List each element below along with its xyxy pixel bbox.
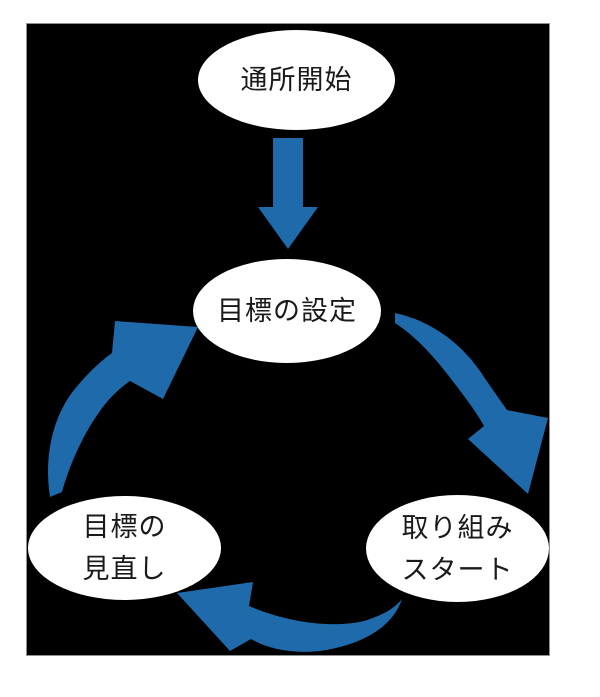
node-action-start-label-line1: 取り組み <box>401 512 514 543</box>
node-start: 通所開始 <box>198 30 395 130</box>
node-goal-review-label-line1: 目標の <box>82 512 167 542</box>
down-block-arrow-icon <box>258 138 318 249</box>
node-start-label: 通所開始 <box>240 65 353 95</box>
node-action-start-label-line2: スタート <box>401 554 514 585</box>
curved-arrow-left-icon <box>48 321 199 497</box>
node-goal-review: 目標の 見直し <box>28 496 221 600</box>
curved-arrow-right-icon <box>395 313 548 494</box>
node-goal-setting: 目標の設定 <box>193 259 381 363</box>
curved-arrow-bottom-icon <box>177 582 402 652</box>
node-action-start: 取り組み スタート <box>366 495 549 602</box>
node-goal-review-label-line2: 見直し <box>82 554 167 584</box>
node-goal-setting-label: 目標の設定 <box>217 296 357 326</box>
